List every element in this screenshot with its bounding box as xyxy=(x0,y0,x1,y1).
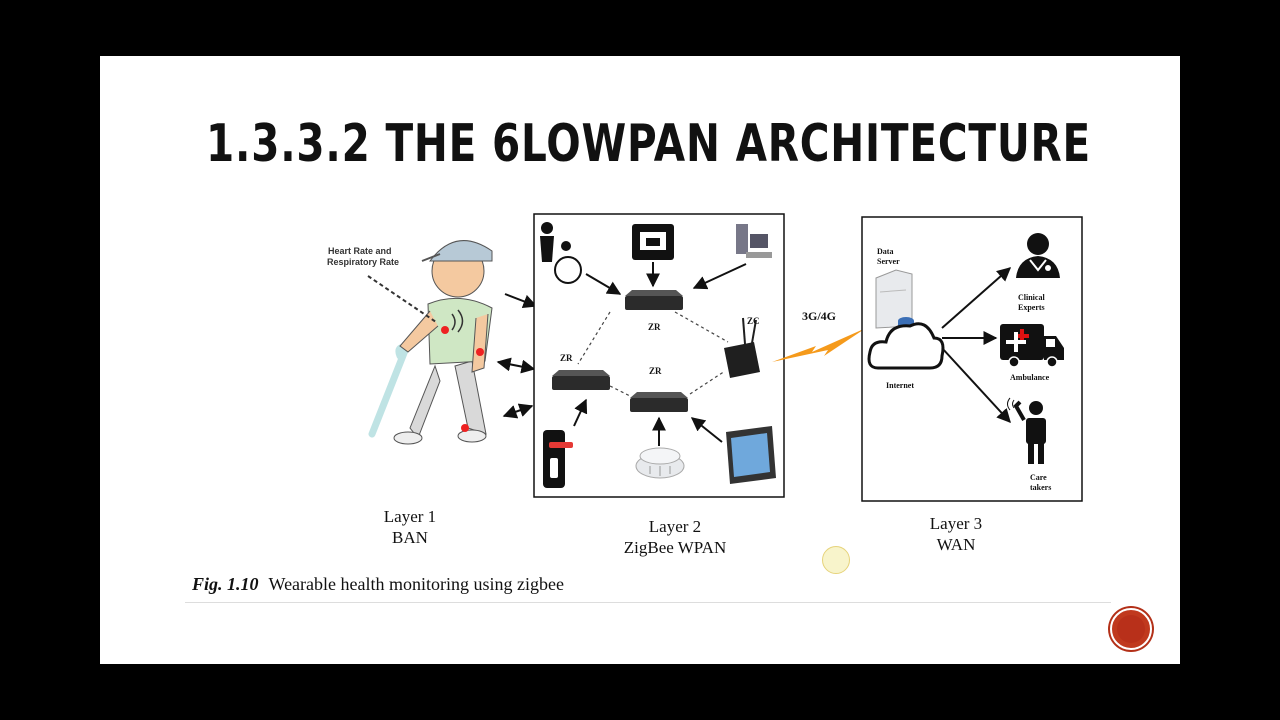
tablet-icon xyxy=(726,426,776,484)
caretaker-label-2: takers xyxy=(1030,483,1051,492)
server-icon xyxy=(875,269,914,329)
arrow-to-caretakers xyxy=(941,347,1011,424)
clinical-label-1: Clinical xyxy=(1018,293,1045,302)
layer2-subtitle: ZigBee WPAN xyxy=(623,538,727,557)
wheelchair-icon xyxy=(540,222,582,284)
mouse-cursor-highlight xyxy=(822,546,850,574)
layer2-caption: Layer 2 ZigBee WPAN xyxy=(605,516,745,558)
link-label: 3G/4G xyxy=(802,309,836,323)
next-slide-button[interactable] xyxy=(1110,608,1152,650)
figure-caption-text: Wearable health monitoring using zigbee xyxy=(268,574,564,594)
zr-label-bottom: ZR xyxy=(649,366,662,376)
zr-label-top: ZR xyxy=(648,322,661,332)
arrow-to-clinical xyxy=(941,267,1012,329)
arrow-computer xyxy=(692,263,747,290)
doctor-icon xyxy=(1016,233,1060,278)
layer3-title: Layer 3 xyxy=(929,514,983,533)
layer1-subtitle: BAN xyxy=(392,528,428,547)
caretaker-label-1: Care xyxy=(1030,473,1047,482)
slide: 1.3.3.2 THE 6LOWPAN ARCHITECTURE xyxy=(100,56,1180,664)
data-server-label-2: Server xyxy=(877,257,900,266)
circle-icon xyxy=(1117,615,1145,643)
microwave-icon xyxy=(632,224,674,260)
annotation-respiratory-rate: Respiratory Rate xyxy=(327,257,399,267)
router-bottom-icon xyxy=(630,392,688,412)
caretaker-icon xyxy=(1007,397,1046,464)
cloud-icon xyxy=(867,322,945,370)
ban-arrow-3 xyxy=(502,403,534,419)
annotation-heart-rate: Heart Rate and xyxy=(328,246,392,256)
door-lock-icon xyxy=(543,430,573,488)
layer1-title: Layer 1 xyxy=(383,507,437,526)
figure-caption: Fig. 1.10 Wearable health monitoring usin… xyxy=(192,574,564,595)
router-top-icon xyxy=(625,290,683,310)
arrow-wheelchair xyxy=(585,273,622,295)
figure-number: Fig. 1.10 xyxy=(192,574,259,594)
ambulance-icon xyxy=(1000,324,1064,368)
ambulance-label: Ambulance xyxy=(1010,373,1050,382)
lightning-bolt-icon xyxy=(772,328,866,362)
computer-icon xyxy=(736,224,772,258)
ban-arrow-2 xyxy=(496,357,536,374)
slide-title: 1.3.3.2 THE 6LOWPAN ARCHITECTURE xyxy=(206,114,1092,174)
patient-figure-icon xyxy=(367,240,493,445)
arrow-door-lock xyxy=(573,398,588,427)
zr-label-left: ZR xyxy=(560,353,573,363)
router-left-icon xyxy=(552,370,610,390)
divider xyxy=(185,602,1111,603)
ban-arrow-1 xyxy=(504,293,538,308)
coordinator-router-icon xyxy=(724,317,760,378)
smoke-detector-icon xyxy=(635,447,685,479)
clinical-label-2: Experts xyxy=(1018,303,1045,312)
mesh-links xyxy=(577,311,729,397)
architecture-diagram: Heart Rate and Respiratory Rate xyxy=(327,213,1083,502)
layer2-title: Layer 2 xyxy=(648,517,702,536)
internet-label: Internet xyxy=(886,381,914,390)
layer1-caption: Layer 1 BAN xyxy=(360,506,460,548)
data-server-label-1: Data xyxy=(877,247,893,256)
arrow-tablet xyxy=(690,417,723,443)
zc-label: ZC xyxy=(747,316,760,326)
layer3-subtitle: WAN xyxy=(936,535,976,554)
layer3-caption: Layer 3 WAN xyxy=(906,513,1006,555)
